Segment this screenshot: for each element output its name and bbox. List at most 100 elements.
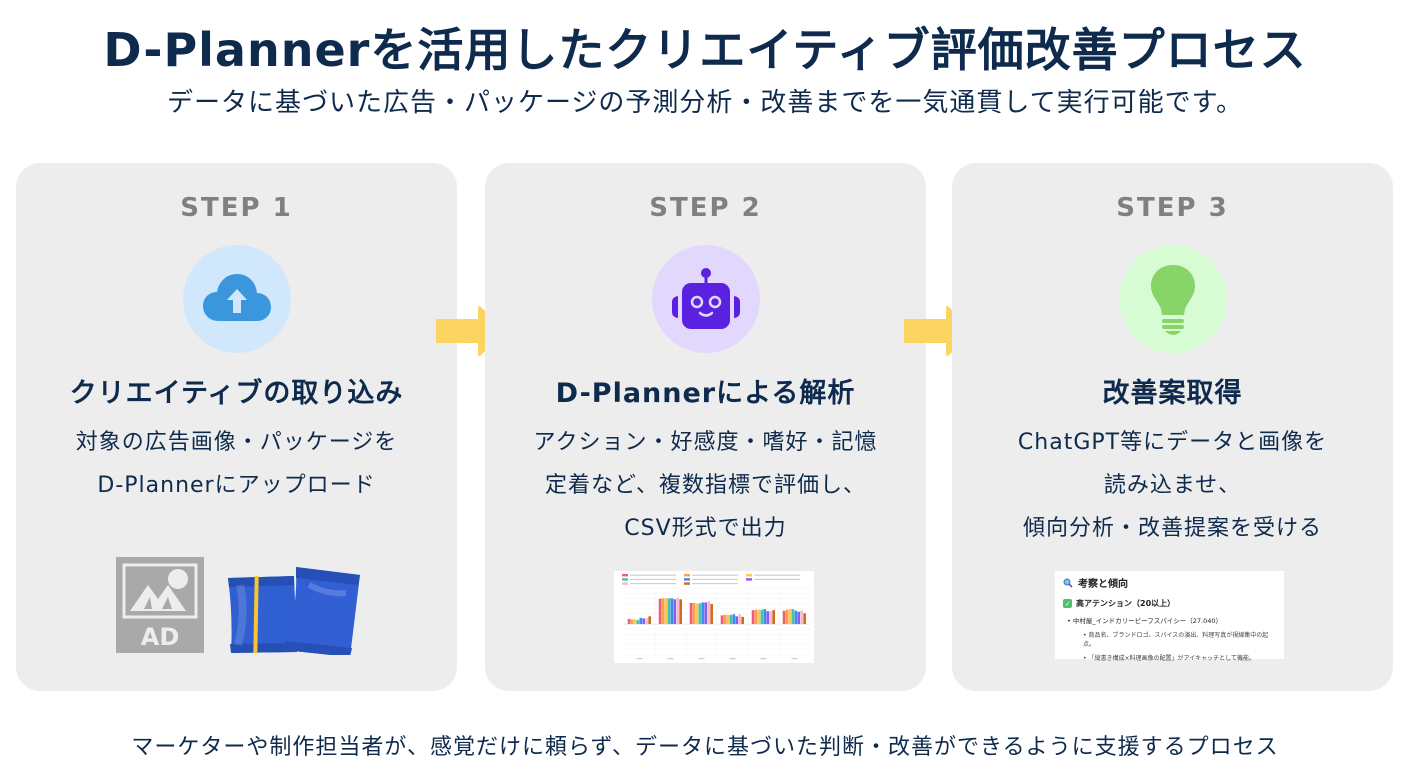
chart-bar — [692, 602, 696, 625]
chart-bar — [729, 614, 733, 625]
magnifier-icon — [1063, 578, 1073, 588]
legend-swatch — [684, 574, 690, 577]
chart-bar — [772, 610, 775, 625]
legend-swatch — [684, 578, 690, 581]
package-pouch-image — [228, 567, 360, 655]
report-subitem-text: 商品名、ブランドロゴ、スパイスの演出、料理写真が視線集中の起点。 — [1083, 632, 1269, 648]
chart-bar — [751, 610, 755, 625]
bar-chart-thumbnail — [614, 571, 814, 663]
chart-bar — [788, 609, 792, 625]
legend-label — [754, 578, 800, 580]
report-subitem: • 「縦書き構成×料理画像の配置」がアイキャッチとして機能。 — [1083, 655, 1256, 662]
chart-bar — [704, 602, 708, 625]
report-item: • 中村屋_インドカリービーフスパイシー（27.040） — [1067, 617, 1223, 625]
chart-bar — [645, 618, 649, 625]
step-description: アクション・好感度・嗜好・記憶 定着など、複数指標で評価し、 CSV形式で出力 — [485, 421, 926, 550]
chart-bar — [757, 609, 761, 625]
step-title: D-Plannerによる解析 — [555, 378, 856, 409]
page-subtitle: データに基づいた広告・パッケージの予測分析・改善までを一気通貫して実行可能です。 — [166, 88, 1244, 118]
chart-bar — [639, 617, 643, 625]
chart-bar — [664, 598, 668, 625]
step-label: STEP 1 — [180, 193, 293, 223]
chart-bar — [797, 611, 801, 625]
description-line: 傾向分析・改善提案を受ける — [1022, 516, 1322, 541]
x-tick-label — [760, 658, 767, 660]
chart-bar — [630, 619, 634, 625]
chart-bar — [676, 597, 680, 625]
chart-bar — [667, 598, 671, 625]
x-tick-label — [636, 658, 643, 660]
legend-swatch — [622, 582, 628, 585]
footer-caption: マーケターや制作担当者が、感覚だけに頼らず、データに基づいた判断・改善ができるよ… — [131, 735, 1279, 760]
creative-visuals: AD — [116, 557, 360, 655]
description-line: CSV形式で出力 — [624, 516, 787, 541]
description-line: 読み込ませ、 — [1103, 473, 1242, 498]
step-title: クリエイティブの取り込み — [69, 378, 404, 409]
chart-bar — [782, 610, 786, 625]
chart-bar — [627, 618, 631, 625]
legend-label — [754, 574, 800, 576]
ad-image-icon: AD — [116, 557, 204, 653]
legend-swatch — [622, 574, 628, 577]
chart-bar — [794, 610, 798, 625]
chart-bar — [695, 603, 699, 625]
x-tick-label — [729, 658, 736, 660]
report-section: ✓ 高アテンション（20以上） — [1063, 598, 1276, 609]
icon-circle — [1118, 245, 1227, 353]
description-line: 定着など、複数指標で評価し、 — [545, 473, 866, 498]
chart-bar — [803, 613, 806, 625]
chart-bar — [800, 610, 804, 625]
ad-badge-text: AD — [141, 623, 180, 651]
legend-label — [692, 574, 738, 576]
icon-circle — [651, 245, 760, 353]
legend-label — [630, 578, 676, 580]
chart-bar — [726, 614, 730, 625]
description-line: 対象の広告画像・パッケージを — [75, 430, 398, 455]
analysis-report-thumbnail: 考察と傾向 ✓ 高アテンション（20以上） • 中村屋_インドカリービーフスパイ… — [1055, 571, 1284, 662]
chart-bar — [766, 611, 770, 625]
icon-circle — [182, 245, 291, 353]
chart-bar — [636, 619, 640, 625]
chart-bar — [785, 609, 789, 625]
chart-bar — [791, 609, 795, 625]
chart-bar — [763, 609, 767, 625]
description-line: ChatGPT等にデータと画像を — [1017, 430, 1328, 455]
chart-bar — [633, 619, 637, 625]
chart-bar — [648, 616, 651, 625]
chart-bar — [698, 603, 702, 625]
step-card-2: STEP 2 D-Plannerによる解析 アクション・好感度・嗜好・記憶 定着… — [485, 163, 926, 691]
step-card-1: STEP 1 クリエイティブの取り込み 対象の広告画像・パッケージを D-Pla… — [16, 163, 457, 691]
page-title: D-Plannerを活用したクリエイティブ評価改善プロセス — [103, 23, 1307, 77]
chart-bar — [689, 602, 693, 625]
report-subitem: • 商品名、ブランドロゴ、スパイスの演出、料理写真が視線集中の起点。 — [1083, 632, 1269, 648]
description-line: アクション・好感度・嗜好・記憶 — [533, 430, 878, 455]
report-subitem-text: 「縦書き構成×料理画像の配置」がアイキャッチとして機能。 — [1088, 655, 1256, 662]
step-card-3: STEP 3 改善案取得 ChatGPT等にデータと画像を 読み込ませ、 傾向分… — [952, 163, 1393, 691]
legend-swatch — [746, 578, 752, 581]
step-title: 改善案取得 — [1102, 378, 1243, 409]
chart-bar — [760, 609, 764, 625]
chart-bar — [670, 598, 674, 625]
report-item-text: 中村屋_インドカリービーフスパイシー（27.040） — [1072, 617, 1223, 625]
chart-bar — [673, 599, 677, 625]
x-tick-label — [791, 658, 798, 660]
chart-bar — [738, 614, 742, 625]
chart-bar — [720, 615, 724, 625]
robot-icon — [671, 268, 740, 329]
chart-bar — [658, 598, 662, 625]
report-heading-text: 考察と傾向 — [1078, 579, 1128, 590]
chart-bar — [732, 614, 736, 625]
legend-swatch — [746, 574, 752, 577]
x-tick-label — [698, 658, 705, 660]
chart-bar — [741, 616, 744, 625]
x-tick-label — [667, 658, 674, 660]
step-label: STEP 2 — [649, 193, 762, 223]
checkmark-icon: ✓ — [1063, 599, 1072, 608]
chart-bar — [723, 614, 727, 625]
cloud-upload-icon — [202, 274, 271, 321]
report-section-text: 高アテンション（20以上） — [1076, 599, 1176, 608]
legend-swatch — [622, 578, 628, 581]
chart-bar — [754, 609, 758, 625]
lightbulb-icon — [1150, 265, 1195, 335]
step-description: ChatGPT等にデータと画像を 読み込ませ、 傾向分析・改善提案を受ける — [952, 421, 1393, 550]
